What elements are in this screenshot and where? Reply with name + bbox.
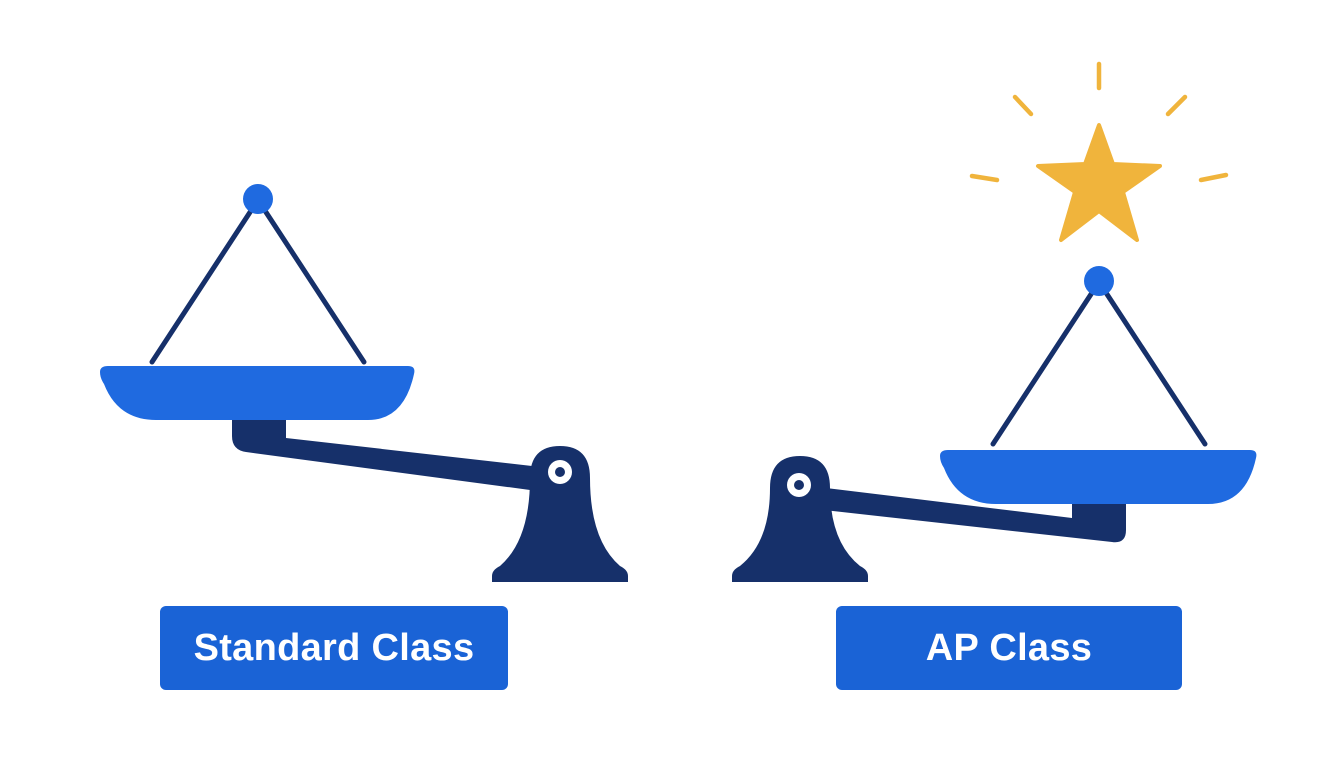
standard-class-label: Standard Class bbox=[160, 606, 508, 690]
balance-scale-left-icon bbox=[100, 184, 628, 582]
scale-left-stand bbox=[492, 446, 628, 582]
scale-right-knob bbox=[1084, 266, 1114, 296]
star-icon bbox=[969, 61, 1229, 242]
scale-right-beam bbox=[824, 488, 1126, 543]
star-rays bbox=[969, 61, 1229, 183]
scale-left-pivot-dot bbox=[555, 467, 565, 477]
scale-right-strings bbox=[990, 279, 1208, 447]
scale-right-pan bbox=[940, 450, 1257, 504]
scale-left-knob bbox=[243, 184, 273, 214]
scale-left-beam bbox=[232, 420, 532, 490]
scale-left-pan bbox=[100, 366, 415, 420]
star-shape bbox=[1036, 123, 1162, 242]
scale-left-strings bbox=[149, 197, 367, 365]
balance-scale-right-icon bbox=[732, 266, 1257, 582]
scale-right-pivot-dot bbox=[794, 480, 804, 490]
scale-right-stand bbox=[732, 456, 868, 582]
ap-class-label: AP Class bbox=[836, 606, 1182, 690]
